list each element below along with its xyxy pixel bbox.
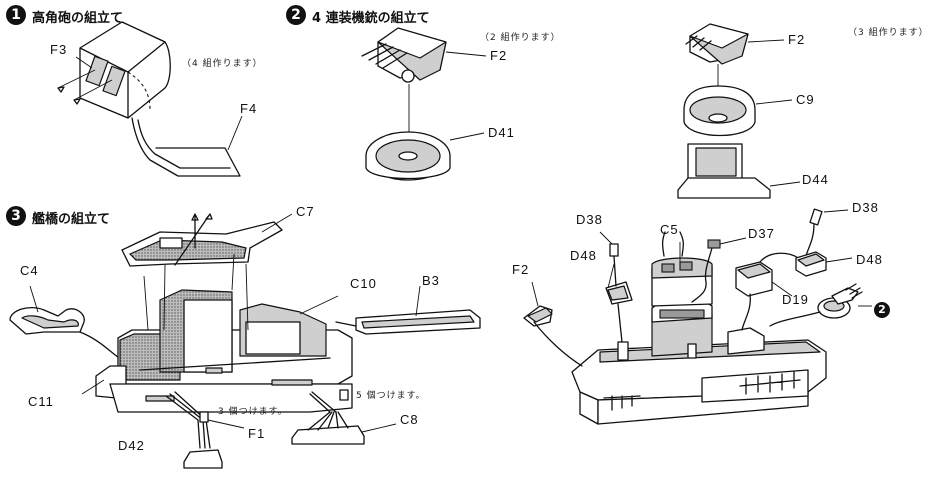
part-label-f4: F4: [240, 101, 258, 116]
part-label-f2-a: F2: [490, 48, 508, 63]
part-label-d37: D37: [748, 226, 775, 241]
triple-mount-note: （3 組作ります）: [848, 28, 929, 38]
part-label-c5: C5: [660, 222, 679, 237]
part-label-b3: B3: [422, 273, 440, 288]
part-label-f2-c: F2: [512, 262, 530, 277]
attach-three-note: 3 個つけます。: [218, 407, 288, 417]
part-label-f1: F1: [248, 426, 266, 441]
step-1-badge: 1: [6, 5, 26, 25]
part-label-c4: C4: [20, 263, 39, 278]
bridge-assembly-drawing: [9, 213, 481, 469]
step-2-reference-badge: 2: [874, 298, 890, 318]
step-2-badge: 2: [286, 5, 306, 25]
step-2-reference-number: 2: [874, 302, 890, 318]
part-label-c8: C8: [400, 412, 419, 427]
step-3-title: 艦橋の組立て: [32, 212, 111, 227]
quad-machine-gun-drawing: [361, 27, 487, 181]
part-label-c10: C10: [350, 276, 377, 291]
high-angle-gun-drawing: [57, 21, 243, 177]
part-label-c9: C9: [796, 92, 815, 107]
part-label-d48-b: D48: [856, 252, 883, 267]
hull-section-drawing: [523, 208, 872, 425]
part-label-d48-a: D48: [570, 248, 597, 263]
part-label-d44: D44: [802, 172, 829, 187]
part-label-d42: D42: [118, 438, 145, 453]
step-2-title: 4 連装機銃の組立て: [312, 11, 430, 26]
step-1-title: 高角砲の組立て: [32, 11, 124, 26]
step-3-badge: 3: [6, 206, 26, 226]
part-label-d38-a: D38: [576, 212, 603, 227]
part-label-c11: C11: [28, 394, 54, 409]
part-label-d38-b: D38: [852, 200, 879, 215]
step-2-note: （2 組作ります）: [480, 33, 561, 43]
part-label-f2-b: F2: [788, 32, 806, 47]
part-label-f3: F3: [50, 42, 68, 57]
part-label-c7: C7: [296, 204, 315, 219]
part-label-d41: D41: [488, 125, 515, 140]
step-1-note: （4 組作ります）: [182, 59, 263, 69]
attach-five-note: 5 個つけます。: [356, 391, 426, 401]
triple-mount-drawing: [677, 23, 801, 199]
part-label-d19: D19: [782, 292, 809, 307]
